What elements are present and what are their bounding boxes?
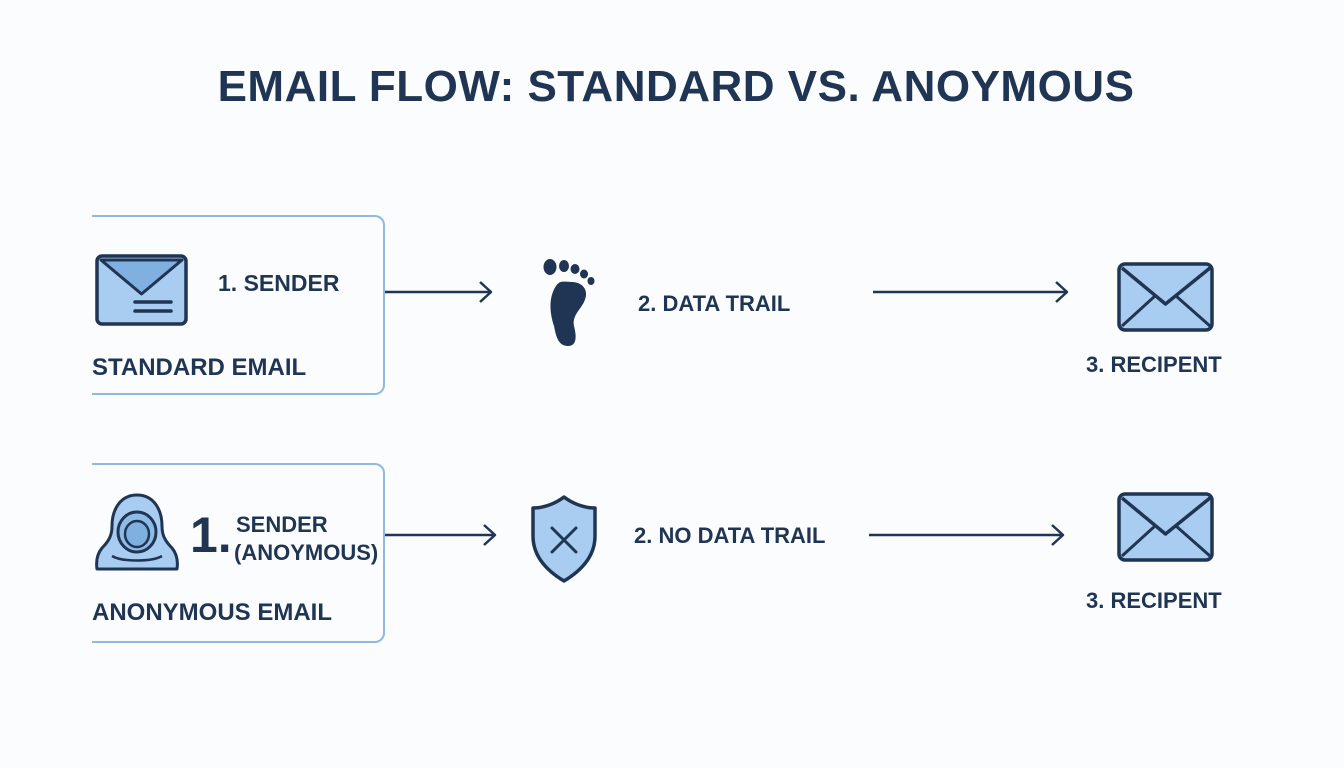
standard-recipient-label: 3. RECIPENT [1086,352,1222,377]
anonymous-middle-label: 2. NO DATA TRAIL [634,523,826,548]
anonymous-sender-label: SENDER [236,512,328,537]
standard-middle-label: 2. DATA TRAIL [638,291,791,316]
footprint-icon [543,259,595,346]
envelope-icon [1117,262,1214,332]
arrow-icon [873,281,1069,303]
anonymous-section-label: ANONYMOUS EMAIL [92,599,332,626]
shield-x-icon [531,495,597,583]
anonymous-sender-number: 1. [190,507,232,563]
arrow-icon [869,524,1065,546]
arrow-icon [385,281,493,303]
anonymous-recipient-label: 3. RECIPENT [1086,588,1222,613]
envelope-icon [1117,492,1214,562]
standard-section-label: STANDARD EMAIL [92,354,307,381]
arrow-icon [385,524,497,546]
standard-sender-label: 1. SENDER [218,270,340,296]
anonymous-sender-sublabel: (ANOYMOUS) [234,540,379,565]
hooded-figure-icon [95,493,179,571]
envelope-icon [95,254,188,326]
diagram-title: EMAIL FLOW: STANDARD VS. ANOYMOUS [217,62,1135,111]
